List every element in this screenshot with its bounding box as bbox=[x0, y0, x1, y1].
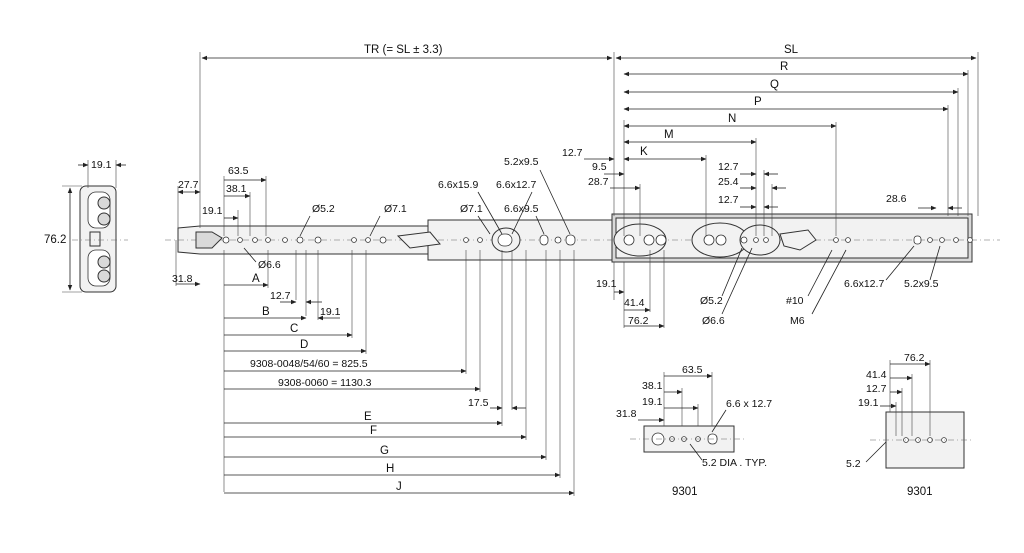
dim-19-1-left: 19.1 bbox=[202, 205, 223, 217]
detail1-19-1: 19.1 bbox=[642, 396, 663, 408]
detail2-12-7: 12.7 bbox=[866, 383, 887, 395]
detail-view-2: 76.2 41.4 12.7 19.1 5.2 9301 bbox=[846, 352, 972, 498]
dim-28-7-r: 28.7 bbox=[588, 176, 609, 188]
section-height-label: 76.2 bbox=[44, 234, 66, 246]
dim-31-8: 31.8 bbox=[172, 273, 193, 285]
detail1-63-5: 63.5 bbox=[682, 364, 703, 376]
outer-member-holes bbox=[613, 222, 973, 258]
q-label: Q bbox=[770, 79, 779, 91]
dim-h: H bbox=[386, 463, 394, 475]
slot-5-2x9-5-mid: 5.2x9.5 bbox=[504, 156, 539, 168]
tr-label: TR (= SL ± 3.3) bbox=[364, 44, 443, 56]
dia-7-1-left: Ø7.1 bbox=[384, 203, 407, 215]
detail1-dia-note: 5.2 DIA . TYP. bbox=[702, 457, 767, 469]
dim-e: E bbox=[364, 411, 372, 423]
dim-19-1b: 19.1 bbox=[320, 306, 341, 318]
dim-76-2-r: 76.2 bbox=[628, 315, 649, 327]
disconnect-lever bbox=[779, 229, 817, 251]
detail1-slot: 6.6 x 12.7 bbox=[726, 398, 772, 410]
dia-6-6-right: Ø6.6 bbox=[702, 315, 725, 327]
dim-12-7-r1: 12.7 bbox=[562, 147, 583, 159]
cross-section-view: 19.1 76.2 bbox=[44, 159, 128, 293]
dim-12-7-r2: 12.7 bbox=[718, 161, 739, 173]
mid-labels: 5.2x9.5 6.6x15.9 6.6x12.7 Ø7.1 6.6x9.5 bbox=[438, 156, 571, 235]
dia-5-2-left: Ø5.2 bbox=[312, 203, 335, 215]
dim-25-4-r: 25.4 bbox=[718, 176, 739, 188]
section-ball-1 bbox=[97, 196, 111, 210]
p-label: P bbox=[754, 96, 762, 108]
k-label: K bbox=[640, 146, 648, 158]
thread-m6: M6 bbox=[790, 315, 805, 327]
dim-12-7-r3: 12.7 bbox=[718, 194, 739, 206]
left-end-dimensions: 27.7 63.5 38.1 19.1 31.8 Ø5.2 Ø7.1 Ø6.6 … bbox=[172, 165, 575, 496]
detail2-19-1: 19.1 bbox=[858, 397, 879, 409]
dim-a: A bbox=[252, 273, 260, 285]
section-ball-2 bbox=[97, 212, 111, 226]
dim-12-7-left: 12.7 bbox=[270, 290, 291, 302]
front-bracket bbox=[195, 231, 223, 249]
m-label: M bbox=[664, 129, 674, 141]
detail1-31-8: 31.8 bbox=[616, 408, 637, 420]
screw-10: #10 bbox=[786, 295, 804, 307]
dia-5-2-right: Ø5.2 bbox=[700, 295, 723, 307]
section-web bbox=[89, 231, 101, 247]
dim-41-4-r: 41.4 bbox=[624, 297, 645, 309]
sl-label: SL bbox=[784, 44, 799, 56]
slot-5-2x9-5-right: 5.2x9.5 bbox=[904, 278, 939, 290]
section-ball-3 bbox=[97, 255, 111, 269]
slot-6-6x15-9: 6.6x15.9 bbox=[438, 179, 478, 191]
detail2-5-2: 5.2 bbox=[846, 458, 861, 470]
slot-6-6x9-5-mid: 6.6x9.5 bbox=[504, 203, 539, 215]
model-1130-3: 9308-0060 = 1130.3 bbox=[278, 377, 372, 389]
dim-f: F bbox=[370, 425, 377, 437]
inner-member-holes bbox=[222, 236, 387, 244]
dia-6-6-left: Ø6.6 bbox=[258, 259, 281, 271]
detail-view-1: 63.5 38.1 19.1 6.6 x 12.7 31.8 5.2 DIA .… bbox=[616, 364, 772, 498]
dim-28-6-r: 28.6 bbox=[886, 193, 907, 205]
overall-dimensions: TR (= SL ± 3.3) SL R Q P N M K bbox=[199, 44, 979, 236]
slot-6-6x12-7-right: 6.6x12.7 bbox=[844, 278, 884, 290]
detail2-76-2: 76.2 bbox=[904, 352, 925, 364]
release-lever bbox=[396, 231, 441, 249]
dim-g: G bbox=[380, 445, 389, 457]
dim-j: J bbox=[396, 481, 402, 493]
n-label: N bbox=[728, 113, 736, 125]
dim-9-5-r: 9.5 bbox=[592, 161, 607, 173]
detail2-label: 9301 bbox=[907, 486, 933, 498]
detail1-38-1: 38.1 bbox=[642, 380, 663, 392]
dia-7-1-mid: Ø7.1 bbox=[460, 203, 483, 215]
dim-27-7: 27.7 bbox=[178, 179, 199, 191]
r-label: R bbox=[780, 61, 788, 73]
intermediate-member-holes bbox=[463, 227, 576, 253]
detail2-41-4: 41.4 bbox=[866, 369, 887, 381]
section-width-label: 19.1 bbox=[91, 159, 112, 171]
model-825-5: 9308-0048/54/60 = 825.5 bbox=[250, 358, 368, 370]
dim-c: C bbox=[290, 323, 298, 335]
dim-38-1: 38.1 bbox=[226, 183, 247, 195]
slide-side-view bbox=[165, 213, 1000, 263]
detail1-label: 9301 bbox=[672, 486, 698, 498]
dim-17-5: 17.5 bbox=[468, 397, 489, 409]
dim-19-1-r: 19.1 bbox=[596, 278, 617, 290]
dim-63-5: 63.5 bbox=[228, 165, 249, 177]
section-ball-4 bbox=[97, 269, 111, 283]
slot-6-6x12-7-mid: 6.6x12.7 bbox=[496, 179, 536, 191]
right-end-dimensions: 12.7 9.5 28.7 12.7 25.4 12.7 28.6 19.1 4… bbox=[562, 147, 962, 329]
dim-d: D bbox=[300, 339, 308, 351]
dim-b: B bbox=[262, 306, 270, 318]
